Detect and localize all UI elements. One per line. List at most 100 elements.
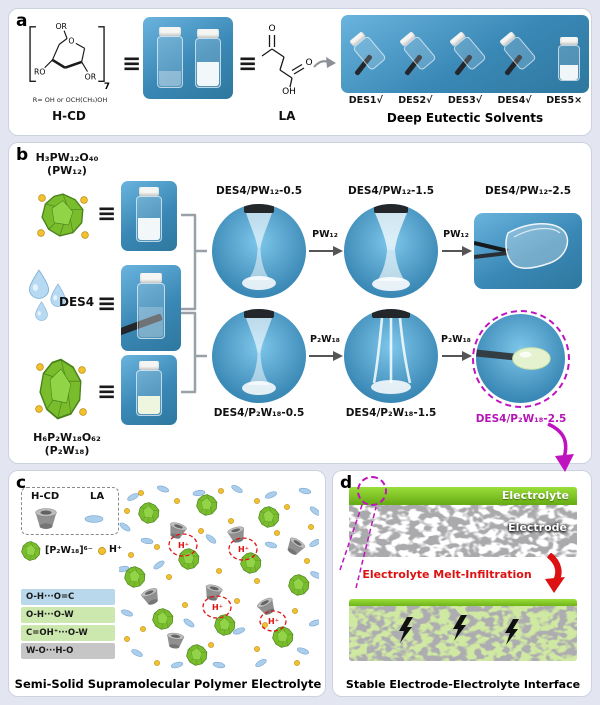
- des4-vial-photo: [121, 265, 181, 351]
- vial: [488, 20, 550, 82]
- proton-annotation: H⁺: [212, 603, 223, 612]
- electrode-layer: Electrode: [349, 505, 577, 557]
- proton-dot-icon: [98, 547, 106, 555]
- arrow-label: PW₁₂: [443, 229, 469, 240]
- electrode-stack-before: Electrolyte Electrode: [349, 487, 577, 557]
- infiltration-arrow-icon: [545, 553, 565, 593]
- panel-b: b H₃PW₁₂O₄₀ (PW₁₂) ≡ DES4 ≡ ≡: [8, 142, 592, 464]
- interaction-row: O-H···O-W: [21, 607, 115, 623]
- highlight-circle: [472, 310, 570, 408]
- legend-hcd-label: H-CD: [31, 491, 60, 502]
- panel-a-label: a: [16, 11, 28, 31]
- arrow-label: P₂W₁₈: [310, 334, 340, 345]
- cluster-layer: [124, 494, 310, 666]
- hcd-name: H-CD: [52, 109, 86, 123]
- panel-d-caption: Stable Electrode-Electrolyte Interface: [345, 678, 581, 691]
- grouping-braces: [181, 213, 207, 394]
- sample-photo-p2w18-25: [476, 314, 565, 403]
- hcd-structure: 7 O OR RO OR: [29, 22, 110, 92]
- arrow-icon: [442, 246, 472, 256]
- vial-content: [197, 62, 219, 86]
- proton-annotation: H⁺: [268, 617, 279, 626]
- sample-label: DES4/P₂W₁₈-0.5: [213, 407, 305, 419]
- electrolyte-network-schematic: H⁺ H⁺ H⁺ H⁺: [119, 484, 319, 669]
- arrow-icon: [313, 57, 336, 68]
- panel-a: a 7 O OR RO OR R= OH or OCH(CH₃)OH H-CD …: [8, 8, 592, 136]
- panel-b-label: b: [16, 145, 29, 165]
- interaction-row: O-H···O=C: [21, 589, 115, 605]
- arrow-label: PW₁₂: [312, 229, 338, 240]
- la-structure: O O OH: [261, 24, 313, 95]
- hcd-ro-bottom: RO: [34, 68, 46, 77]
- dawson-cluster-icon: [35, 358, 87, 420]
- vial-cap: [197, 29, 219, 38]
- sample-label: DES4/PW₁₂-1.5: [347, 185, 435, 197]
- equivalence-symbol: ≡: [238, 51, 258, 77]
- interaction-legend: O-H···O=C O-H···O-W C=OH⁺···O-W W-O···H-…: [21, 589, 115, 661]
- sample-label: DES4/P₂W₁₈-1.5: [345, 407, 437, 419]
- des-vial-label: DES1√: [348, 95, 383, 106]
- hcd-r-note: R= OH or OCH(CH₃)OH: [32, 96, 108, 104]
- p2w18-formula: H₆P₂W₁₈O₆₂: [33, 431, 101, 444]
- hydrogen-bond-highlights: [168, 533, 287, 632]
- arrow-icon: [309, 246, 343, 256]
- equivalence-symbol: ≡: [97, 201, 117, 227]
- component-legend-box: H-CD LA: [21, 487, 119, 535]
- hcd-or-bottom: OR: [85, 72, 97, 81]
- des4-name: DES4: [59, 295, 95, 309]
- panel-d: d Electrolyte Electrode Electrolyte Melt…: [332, 470, 592, 697]
- electrolyte-layer: Electrolyte: [349, 487, 577, 505]
- sample-label-highlight: DES4/P₂W₁₈-2.5: [475, 413, 567, 425]
- electrolyte-label: Electrolyte: [501, 489, 569, 502]
- electrolyte-strip: [349, 599, 577, 606]
- la-acid-hydroxyl: OH: [282, 87, 296, 95]
- zoom-region-circle: [357, 476, 387, 506]
- proton-dots-layer: [124, 488, 314, 666]
- panel-c: c H-CD LA [P₂W₁₈]⁶⁻ H⁺ O-H···O=C O-H···O…: [8, 470, 326, 697]
- des-vial-label: DES3√: [447, 95, 483, 106]
- vial-cap: [159, 27, 181, 36]
- process-label: Electrolyte Melt-Infiltration: [362, 568, 532, 581]
- des-vial-labels: DES1√ DES2√ DES3√ DES4√ DES5×: [341, 95, 589, 106]
- proton-label: H⁺: [109, 544, 122, 555]
- dawson-cluster-icon: [21, 541, 41, 561]
- hcd-or-top: OR: [55, 22, 67, 31]
- vial: [157, 36, 183, 88]
- equivalence-symbol: ≡: [97, 379, 117, 405]
- p2w18-short-name: (P₂W₁₈): [44, 444, 90, 457]
- arrow-icon: [442, 351, 472, 361]
- hcd-la-vials-photo: [143, 17, 233, 99]
- la-ketone-oxygen: O: [268, 24, 275, 34]
- la-molecules-layer: [119, 484, 319, 669]
- hcd-repeat-subscript: 7: [104, 82, 110, 92]
- equivalence-symbol: ≡: [122, 51, 142, 77]
- des-vial-label: DES2√: [398, 95, 433, 106]
- panel-a-caption: Deep Eutectic Solvents: [386, 111, 544, 125]
- cluster-label: [P₂W₁₈]⁶⁻: [45, 545, 93, 556]
- interaction-row: W-O···H-O: [21, 643, 115, 659]
- sample-photo-pw12-25: [474, 213, 582, 289]
- proton-annotation: H⁺: [238, 545, 249, 554]
- ion-conduction-bolts: [399, 615, 519, 645]
- arrow-label: P₂W₁₈: [441, 334, 471, 345]
- hcd-ring-oxygen: O: [68, 36, 74, 45]
- vial-content: [159, 71, 181, 86]
- keggin-cluster-icon: [37, 193, 89, 239]
- des-vial-label: DES4√: [497, 95, 532, 106]
- sample-label: DES4/PW₁₂-0.5: [215, 185, 303, 197]
- la-molecule-icon: [84, 515, 104, 523]
- p2w18-formula-block: H₆P₂W₁₈O₆₂ (P₂W₁₈): [11, 431, 123, 457]
- interaction-row: C=OH⁺···O-W: [21, 625, 115, 641]
- electrode-texture: [349, 505, 577, 557]
- sample-photo-pw12-15: [344, 204, 438, 298]
- la-acid-oxygen: O: [305, 58, 312, 68]
- electrode-label: Electrode: [508, 521, 567, 534]
- proton-annotation: H⁺: [178, 541, 189, 550]
- p2w18-vial-photo: [121, 355, 177, 425]
- cyclodextrin-icon: [35, 508, 57, 530]
- panel-c-caption: Semi-Solid Supramolecular Polymer Electr…: [14, 677, 322, 691]
- pw12-formula-block: H₃PW₁₂O₄₀ (PW₁₂): [15, 151, 119, 177]
- sample-photo-pw12-05: [212, 204, 306, 298]
- la-name: LA: [278, 109, 296, 123]
